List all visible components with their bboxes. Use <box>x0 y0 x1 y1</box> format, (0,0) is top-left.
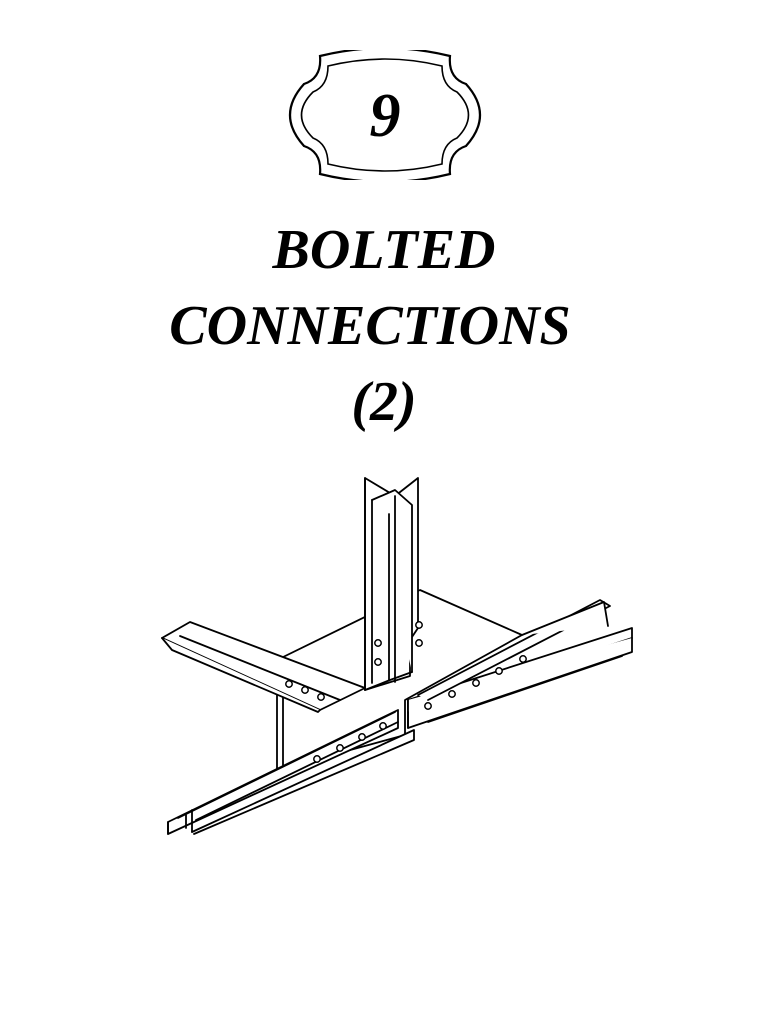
chapter-title-line-1: BOLTED <box>272 219 496 281</box>
vertical-column <box>364 477 419 691</box>
bolt-holes <box>285 621 527 763</box>
chapter-title-line-3: (2) <box>351 371 417 433</box>
chapter-title-line-2: CONNECTIONS <box>169 295 571 357</box>
chapter-badge: 9 <box>280 50 490 180</box>
ornamental-frame-icon <box>289 50 481 180</box>
chapter-number: 9 <box>369 82 401 150</box>
right-angle-beam <box>407 599 633 729</box>
steel-beam-bolted-connection-illustration <box>161 477 633 835</box>
